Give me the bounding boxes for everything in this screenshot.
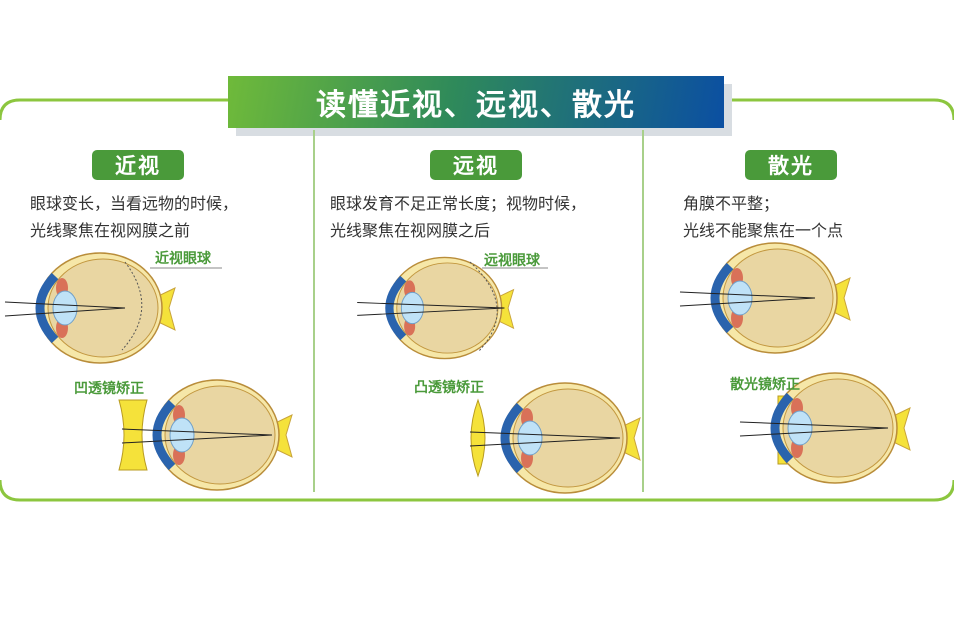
light-ray — [469, 431, 621, 439]
light-ray — [679, 291, 816, 299]
normal-retina-outline — [469, 261, 498, 353]
crystalline-lens — [400, 291, 424, 325]
desc-line: 眼球变长，当看远物的时候， — [30, 194, 239, 213]
corrected-hyperopic-eye — [469, 382, 641, 494]
crystalline-lens — [52, 290, 78, 326]
light-ray — [739, 427, 889, 437]
cornea — [500, 402, 524, 474]
light-ray — [679, 297, 816, 307]
myopic-eye — [4, 252, 176, 364]
desc-line: 角膜不平整； — [683, 194, 780, 213]
column-divider — [313, 130, 315, 492]
vitreous-body — [164, 385, 276, 485]
desc-line: 光线聚焦在视网膜之前 — [30, 221, 191, 240]
convex-lens — [470, 398, 486, 478]
light-ray — [121, 434, 273, 444]
vitreous-body — [47, 258, 159, 358]
column-divider — [642, 130, 644, 492]
corrected-astigmatic-eye — [739, 372, 911, 484]
toric-lens-label: 散光镜矫正 — [730, 377, 800, 393]
hyperopia-heading: 远视 — [430, 150, 522, 180]
normal-retina-outline — [121, 261, 143, 351]
light-ray — [121, 428, 273, 436]
astigmatism-heading: 散光 — [745, 150, 837, 180]
hyperopia-description: 眼球发育不足正常长度；视物时候， 光线聚焦在视网膜之后 — [330, 190, 586, 244]
crystalline-lens — [169, 417, 195, 453]
light-ray — [4, 307, 126, 317]
cornea — [770, 392, 794, 464]
light-ray — [469, 437, 621, 447]
light-ray — [4, 301, 126, 309]
crystalline-lens — [727, 280, 753, 316]
convex-lens-shape — [470, 398, 486, 478]
concave-lens-shape — [118, 399, 148, 471]
myopia-heading: 近视 — [92, 150, 184, 180]
cornea — [35, 272, 59, 344]
page-title: 读懂近视、远视、散光 — [228, 76, 724, 128]
hyperopia-eye-label: 远视眼球 — [484, 253, 540, 269]
light-ray — [739, 421, 889, 429]
hyperopic-eye — [357, 256, 515, 360]
concave-lens-label: 凹透镜矫正 — [74, 381, 144, 397]
astigmatic-eye — [679, 242, 851, 354]
vitreous-body — [782, 378, 894, 478]
desc-line: 光线不能聚焦在一个点 — [683, 221, 844, 240]
light-ray — [357, 302, 505, 309]
corrected-myopic-eye — [121, 379, 293, 491]
astigmatism-description: 角膜不平整； 光线不能聚焦在一个点 — [683, 190, 843, 244]
vitreous-body — [722, 248, 834, 348]
crystalline-lens — [787, 410, 813, 446]
cornea — [152, 399, 176, 471]
cornea — [385, 275, 407, 341]
concave-lens — [118, 399, 148, 471]
convex-lens-label: 凸透镜矫正 — [414, 380, 484, 396]
desc-line: 光线聚焦在视网膜之后 — [330, 221, 491, 240]
vitreous-body — [512, 388, 624, 488]
crystalline-lens — [517, 420, 543, 456]
desc-line: 眼球发育不足正常长度；视物时候， — [330, 194, 587, 213]
light-ray — [357, 307, 505, 316]
myopia-description: 眼球变长，当看远物的时候， 光线聚焦在视网膜之前 — [30, 190, 238, 244]
cornea — [710, 262, 734, 334]
myopia-eye-label: 近视眼球 — [155, 251, 211, 267]
